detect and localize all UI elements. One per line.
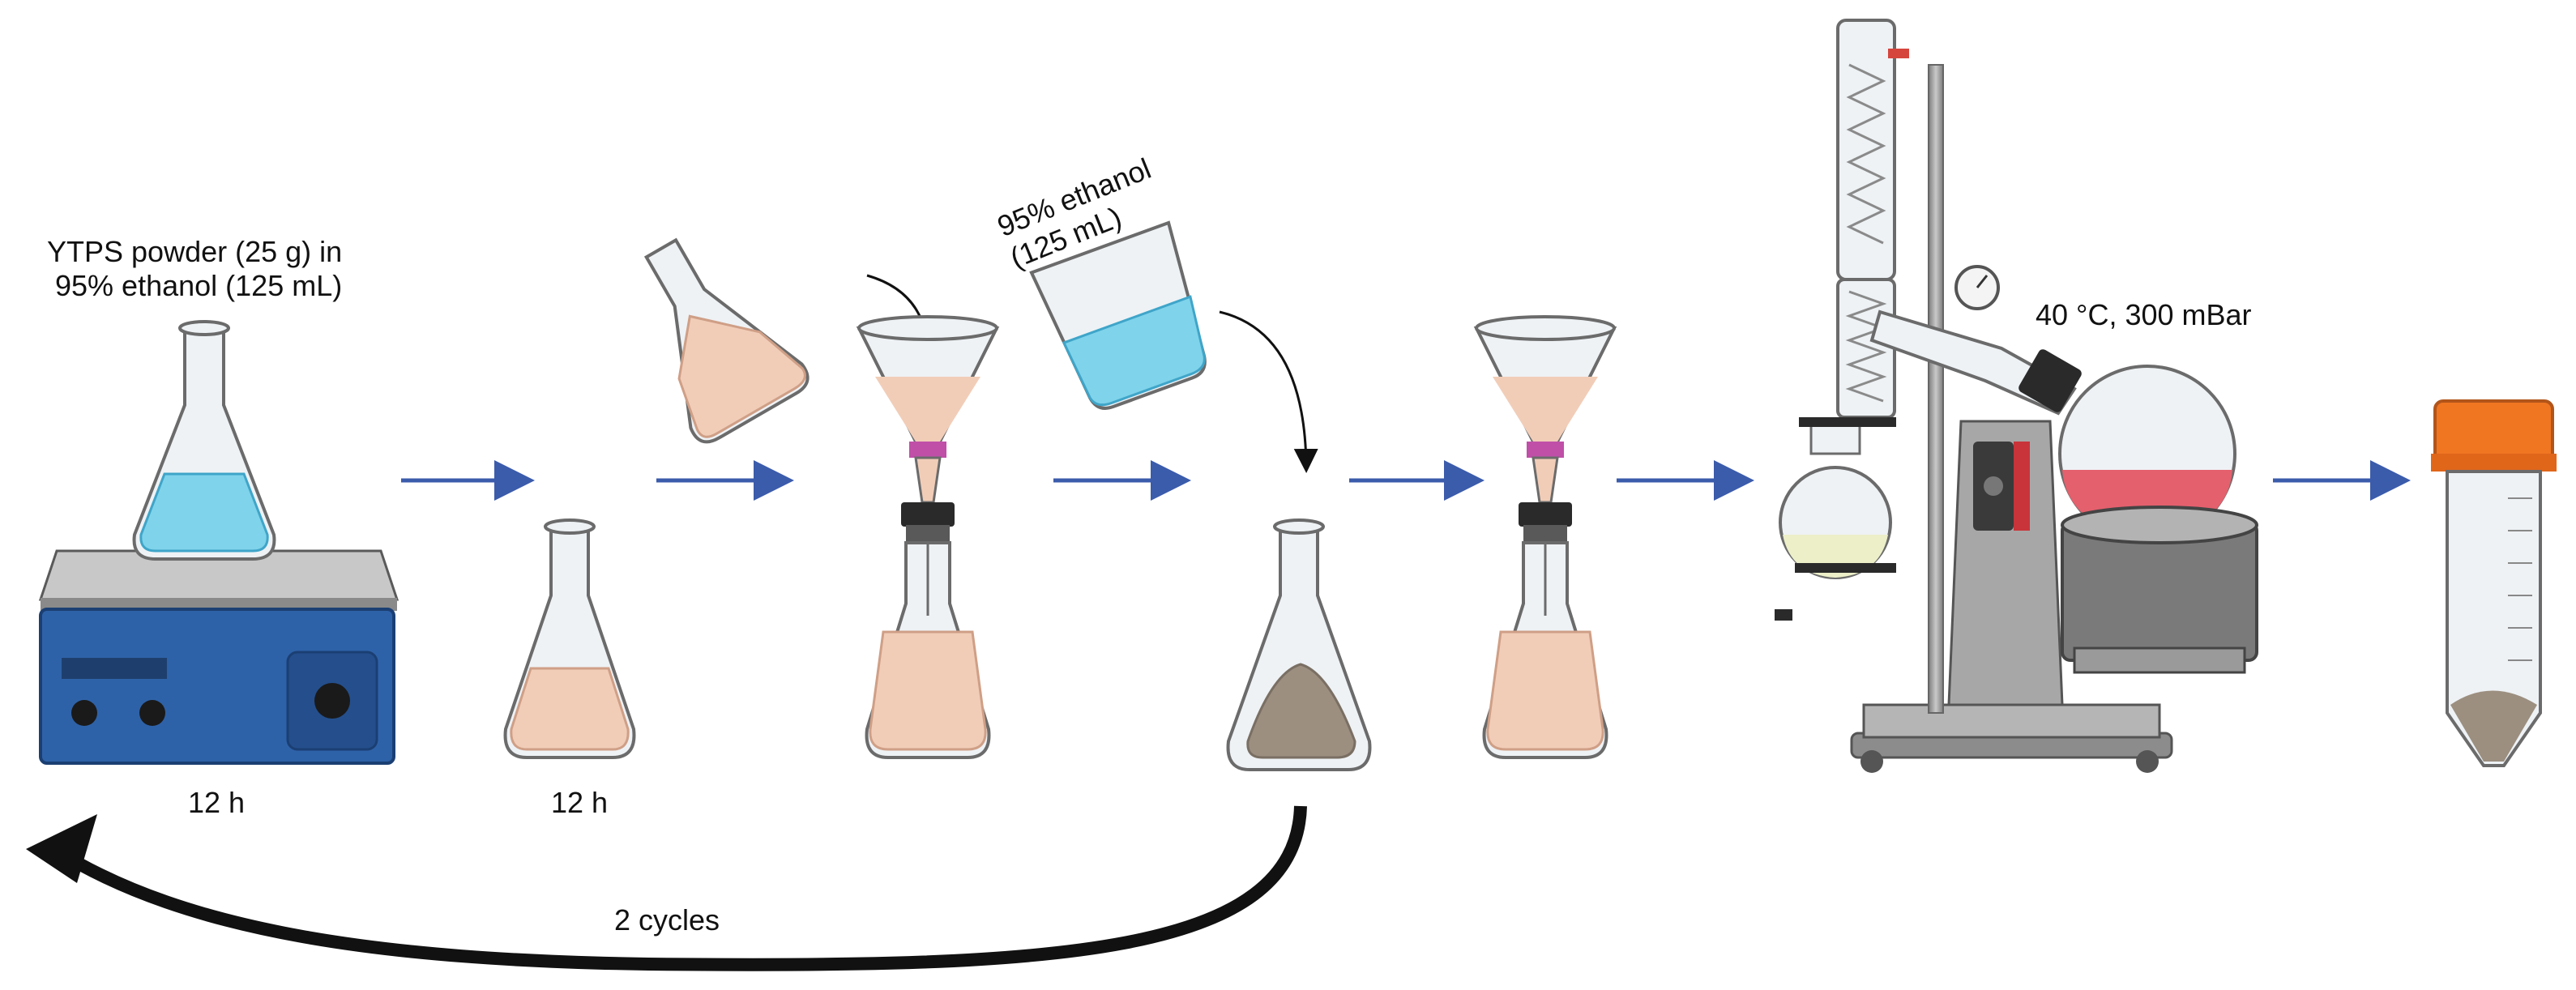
cycles-label: 2 cycles <box>614 903 720 937</box>
pour-stream <box>1219 310 1318 473</box>
evap-conditions-label: 40 °C, 300 mBar <box>2036 298 2252 331</box>
erlenmeyer-flask-icon <box>1226 518 1372 771</box>
stir-time-label: 12 h <box>188 786 246 819</box>
beaker-icon <box>1029 220 1207 410</box>
erlenmeyer-flask-icon <box>503 518 636 759</box>
rotary-evaporator-icon <box>1775 19 2258 773</box>
cycle-arrowhead <box>26 814 97 883</box>
filter-funnel-icon <box>856 315 1000 504</box>
filter-funnel-icon <box>1473 315 1617 504</box>
erlenmeyer-flask-icon <box>132 320 276 561</box>
stirrer-plate-icon <box>38 549 399 765</box>
start-label: YTPS powder (25 g) in 95% ethanol (125 m… <box>47 235 343 302</box>
pouring-flask-icon <box>643 237 810 444</box>
filter-flask-icon <box>1482 502 1608 759</box>
rest-time-label: 12 h <box>551 786 609 819</box>
filter-flask-icon <box>865 502 991 759</box>
centrifuge-tube-icon <box>2431 399 2557 767</box>
cycle-arrow <box>53 805 1307 971</box>
